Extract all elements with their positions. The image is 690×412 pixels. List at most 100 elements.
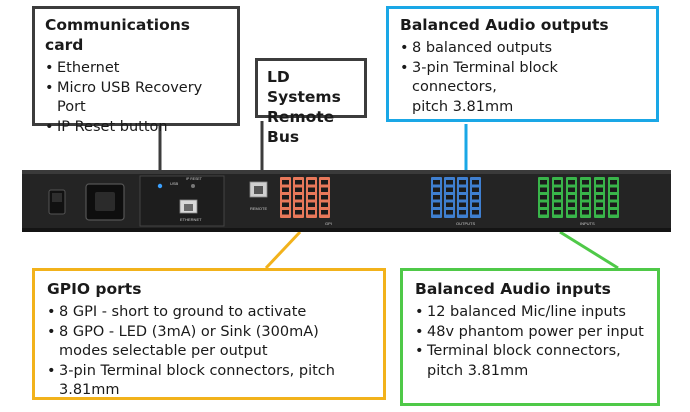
input-pin-slot [610, 202, 617, 207]
input-pin-slot [610, 187, 617, 192]
input-pin-slot [554, 195, 561, 200]
input-pin-slot [596, 187, 603, 192]
outputs-item-pitch: pitch 3.81mm [412, 98, 514, 115]
input-pin-slot [540, 210, 547, 215]
outputs-label: OUTPUTS [456, 221, 475, 226]
input-pin-slot [568, 187, 575, 192]
output-pin-slot [446, 180, 453, 185]
ip-reset-button [191, 184, 195, 188]
output-pin-slot [472, 180, 479, 185]
gpio-item-gpo-cont: modes selectable per output [59, 343, 268, 359]
gpi-label: GPI [325, 221, 332, 226]
comm-item-ethernet: Ethernet [45, 59, 227, 79]
remote-bus-title-line1: LD Systems [267, 68, 341, 106]
output-pin-slot [472, 202, 479, 207]
gpio-pin-slot [295, 210, 302, 215]
inputs-label: INPUTS [580, 221, 595, 226]
inputs-item-pitch: pitch 3.81mm [427, 362, 529, 379]
input-pin-slot [610, 195, 617, 200]
gpio-pin-slot [295, 187, 302, 192]
comm-item-usb: Micro USB Recovery Port [45, 79, 227, 118]
output-pin-slot [459, 210, 466, 215]
inputs-item-terminal: Terminal block connectors, [415, 342, 645, 362]
output-pin-slot [433, 187, 440, 192]
input-pin-slot [596, 180, 603, 185]
gpio-list: 8 GPI - short to ground to activate 8 GP… [47, 303, 371, 342]
gpio-pin-slot [282, 187, 289, 192]
gpio-pin-slot [308, 187, 315, 192]
output-pin-slot [472, 210, 479, 215]
input-pin-slot [582, 202, 589, 207]
input-pin-slot [596, 195, 603, 200]
input-pin-slot [596, 202, 603, 207]
input-pin-slot [568, 202, 575, 207]
input-pin-slot [568, 210, 575, 215]
comm-item-ip-reset: IP Reset button [45, 118, 227, 138]
outputs-item-count: 8 balanced outputs [400, 39, 645, 59]
gpio-callout: GPIO ports 8 GPI - short to ground to ac… [32, 268, 386, 400]
remote-label: REMOTE [250, 206, 267, 211]
inputs-leader-line [559, 230, 619, 270]
output-pin-slot [459, 202, 466, 207]
input-pin-slot [540, 202, 547, 207]
outputs-item-terminal: 3-pin Terminal block connectors, [400, 59, 645, 98]
output-pin-slot [433, 202, 440, 207]
input-pin-slot [582, 195, 589, 200]
gpio-pin-slot [282, 195, 289, 200]
balanced-inputs-title: Balanced Audio inputs [415, 280, 611, 298]
balanced-inputs-list: 12 balanced Mic/line inputs 48v phantom … [415, 303, 645, 362]
gpio-title: GPIO ports [47, 280, 142, 298]
output-pin-slot [433, 180, 440, 185]
output-pin-slot [433, 195, 440, 200]
gpio-pin-slot [308, 210, 315, 215]
usb-port [157, 183, 163, 189]
ethernet-label: ETHERNET [180, 217, 202, 222]
remote-bus-callout: LD Systems Remote Bus [255, 58, 367, 146]
balanced-outputs-callout: Balanced Audio outputs 8 balanced output… [386, 6, 659, 122]
balanced-outputs-list: 8 balanced outputs 3-pin Terminal block … [400, 39, 645, 98]
gpio-pin-slot [321, 195, 328, 200]
output-pin-slot [446, 187, 453, 192]
balanced-inputs-callout: Balanced Audio inputs 12 balanced Mic/li… [400, 268, 660, 406]
inputs-item-count: 12 balanced Mic/line inputs [415, 303, 645, 323]
gpio-pin-slot [282, 202, 289, 207]
input-pin-slot [610, 180, 617, 185]
comm-card-title: Communications card [45, 16, 190, 54]
gpio-item-gpi: 8 GPI - short to ground to activate [47, 303, 371, 323]
input-pin-slot [610, 210, 617, 215]
input-pin-slot [568, 180, 575, 185]
output-pin-slot [446, 202, 453, 207]
gpio-pin-slot [321, 180, 328, 185]
gpio-list-2: 3-pin Terminal block connectors, pitch 3… [47, 362, 371, 401]
usb-label: USB [170, 181, 179, 186]
input-pin-slot [582, 187, 589, 192]
input-pin-slot [540, 187, 547, 192]
output-pin-slot [459, 187, 466, 192]
output-pin-slot [472, 195, 479, 200]
input-pin-slot [554, 180, 561, 185]
output-pin-slot [446, 210, 453, 215]
gpio-pin-slot [308, 195, 315, 200]
comm-card-callout: Communications card Ethernet Micro USB R… [32, 6, 240, 137]
input-pin-slot [582, 180, 589, 185]
gpio-pin-slot [282, 180, 289, 185]
comm-card-list: Ethernet Micro USB Recovery Port IP Rese… [45, 59, 227, 137]
gpio-pin-slot [282, 210, 289, 215]
input-pin-slot [568, 195, 575, 200]
gpio-pin-slot [295, 180, 302, 185]
inputs-item-phantom: 48v phantom power per input [415, 323, 645, 343]
gpio-item-terminal: 3-pin Terminal block connectors, pitch 3… [47, 362, 371, 401]
gpio-pin-slot [295, 202, 302, 207]
remote-bus-title-line2: Remote Bus [267, 108, 335, 146]
input-pin-slot [540, 195, 547, 200]
gpio-pin-slot [295, 195, 302, 200]
output-pin-slot [433, 210, 440, 215]
input-pin-slot [554, 187, 561, 192]
gpio-pin-slot [308, 180, 315, 185]
balanced-outputs-title: Balanced Audio outputs [400, 16, 609, 34]
input-pin-slot [596, 210, 603, 215]
output-pin-slot [472, 187, 479, 192]
input-pin-slot [554, 210, 561, 215]
input-pin-slot [554, 202, 561, 207]
